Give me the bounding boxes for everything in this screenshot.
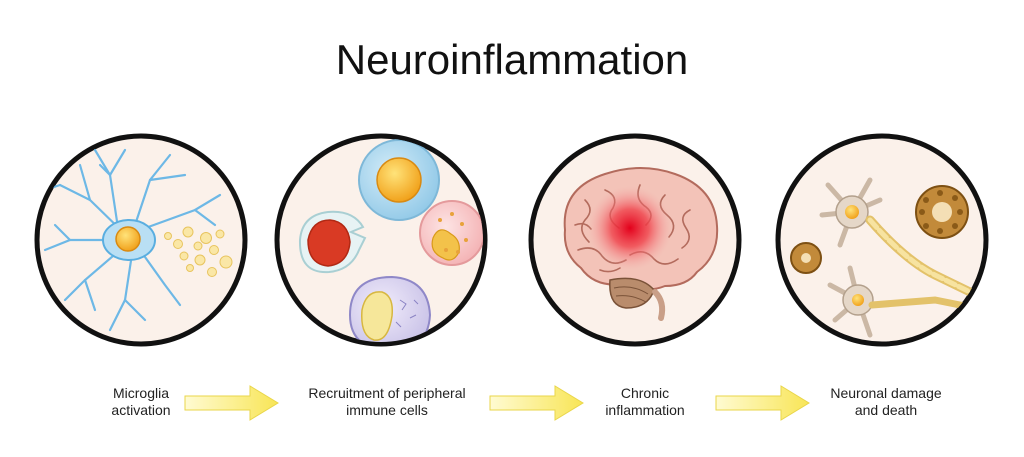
caption-line-1: Chronic [620,385,670,401]
neurons-circle [775,133,989,347]
microglia-nucleus [115,226,141,252]
inflammation-spot [588,186,672,270]
caption-line-1: Recruitment of peripheral [308,385,466,401]
caption-recruitment: Recruitment of peripheral immune cells [287,385,487,419]
caption-line-2: activation [111,402,171,418]
caption-line-1: Microglia [112,385,169,401]
brain-illustration [563,167,719,321]
red-phagocyte-cell [298,210,367,274]
caption-neuronal-damage: Neuronal damage and death [786,385,986,419]
neuron-upper [819,177,883,248]
cerebellum [609,277,655,309]
brain-stem [652,289,666,321]
brain-circle [528,133,742,347]
protein-aggregate-large [915,185,969,239]
caption-microglia-activation: Microglia activation [41,385,241,419]
neuron-lower [827,265,874,338]
caption-line-2: immune cells [346,402,428,418]
caption-line-2: inflammation [605,402,685,418]
caption-line-2: and death [854,402,918,418]
blue-immune-cell [358,139,440,221]
caption-line-1: Neuronal damage [830,385,942,401]
arrow-1 [184,385,279,421]
microglia-circle [34,133,248,347]
immune-cells-circle [274,133,488,347]
pink-immune-cell [419,200,483,266]
page-title: Neuroinflammation [335,36,689,83]
arrow-3 [715,385,810,421]
released-particles [164,226,233,277]
protein-aggregate-small [790,242,822,274]
lavender-immune-cell [348,275,432,342]
caption-chronic-inflammation: Chronic inflammation [545,385,745,419]
arrow-2 [489,385,584,421]
